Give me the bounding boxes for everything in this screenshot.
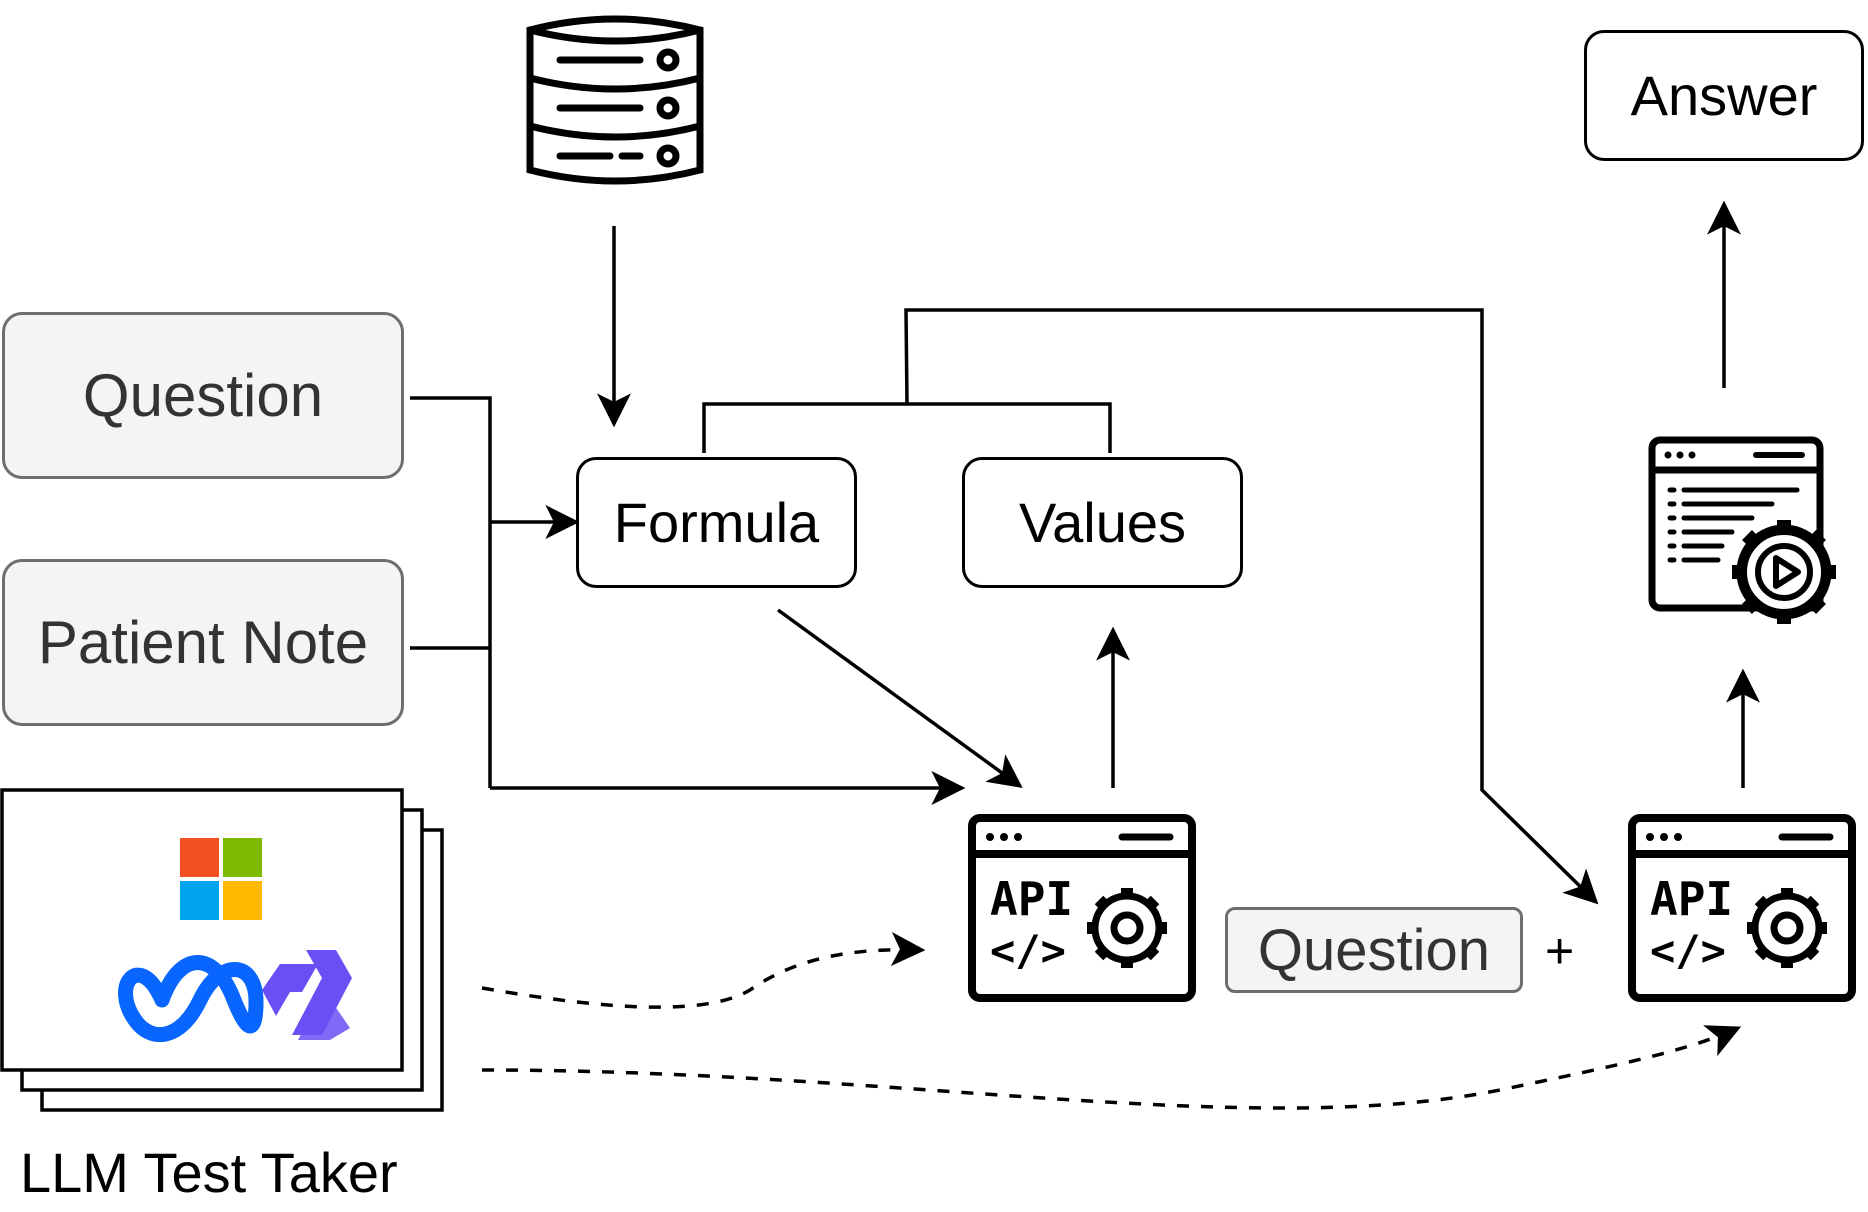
question-label: Question xyxy=(82,362,324,429)
question-chip-label: Question xyxy=(1257,917,1491,983)
api-gear-icon xyxy=(1747,888,1827,968)
llm-stack xyxy=(0,788,444,1112)
qwen-logo xyxy=(262,950,352,1040)
api-text-1: API xyxy=(990,872,1074,926)
line-formula-values-branch xyxy=(702,402,1112,453)
formula-box: Formula xyxy=(576,457,857,588)
question-input-box: Question xyxy=(2,312,404,479)
api-code-text-1: </> xyxy=(990,926,1066,975)
dashed-arrow-llm-to-api2 xyxy=(481,1025,1742,1110)
dashed-arrow-llm-to-api1 xyxy=(481,932,926,1009)
arrow-branch-to-api2 xyxy=(904,308,1599,905)
values-box: Values xyxy=(962,457,1243,588)
api-icon-2 xyxy=(1628,814,1856,1002)
plus-sign: + xyxy=(1545,923,1575,979)
api-text-2: API xyxy=(1650,872,1734,926)
answer-box: Answer xyxy=(1584,30,1864,161)
values-label: Values xyxy=(1018,491,1187,554)
api-code-text-2: </> xyxy=(1650,926,1726,975)
llm-test-taker-caption: LLM Test Taker xyxy=(20,1141,398,1204)
line-question-to-bus xyxy=(410,396,492,788)
database-icon xyxy=(526,15,704,185)
api-gear-icon xyxy=(1087,888,1167,968)
answer-label: Answer xyxy=(1630,64,1818,127)
patient-note-input-box: Patient Note xyxy=(2,559,404,726)
arrow-formula-to-api1 xyxy=(776,608,1023,788)
formula-label: Formula xyxy=(613,491,820,554)
question-chip: Question xyxy=(1225,907,1523,993)
microsoft-logo xyxy=(180,838,262,920)
connectors xyxy=(410,200,1760,1110)
code-executor-icon xyxy=(1648,436,1836,624)
patient-note-label: Patient Note xyxy=(37,609,369,676)
meta-logo xyxy=(118,955,264,1042)
api-icon-1 xyxy=(968,814,1196,1002)
play-gear-icon xyxy=(1732,520,1836,624)
